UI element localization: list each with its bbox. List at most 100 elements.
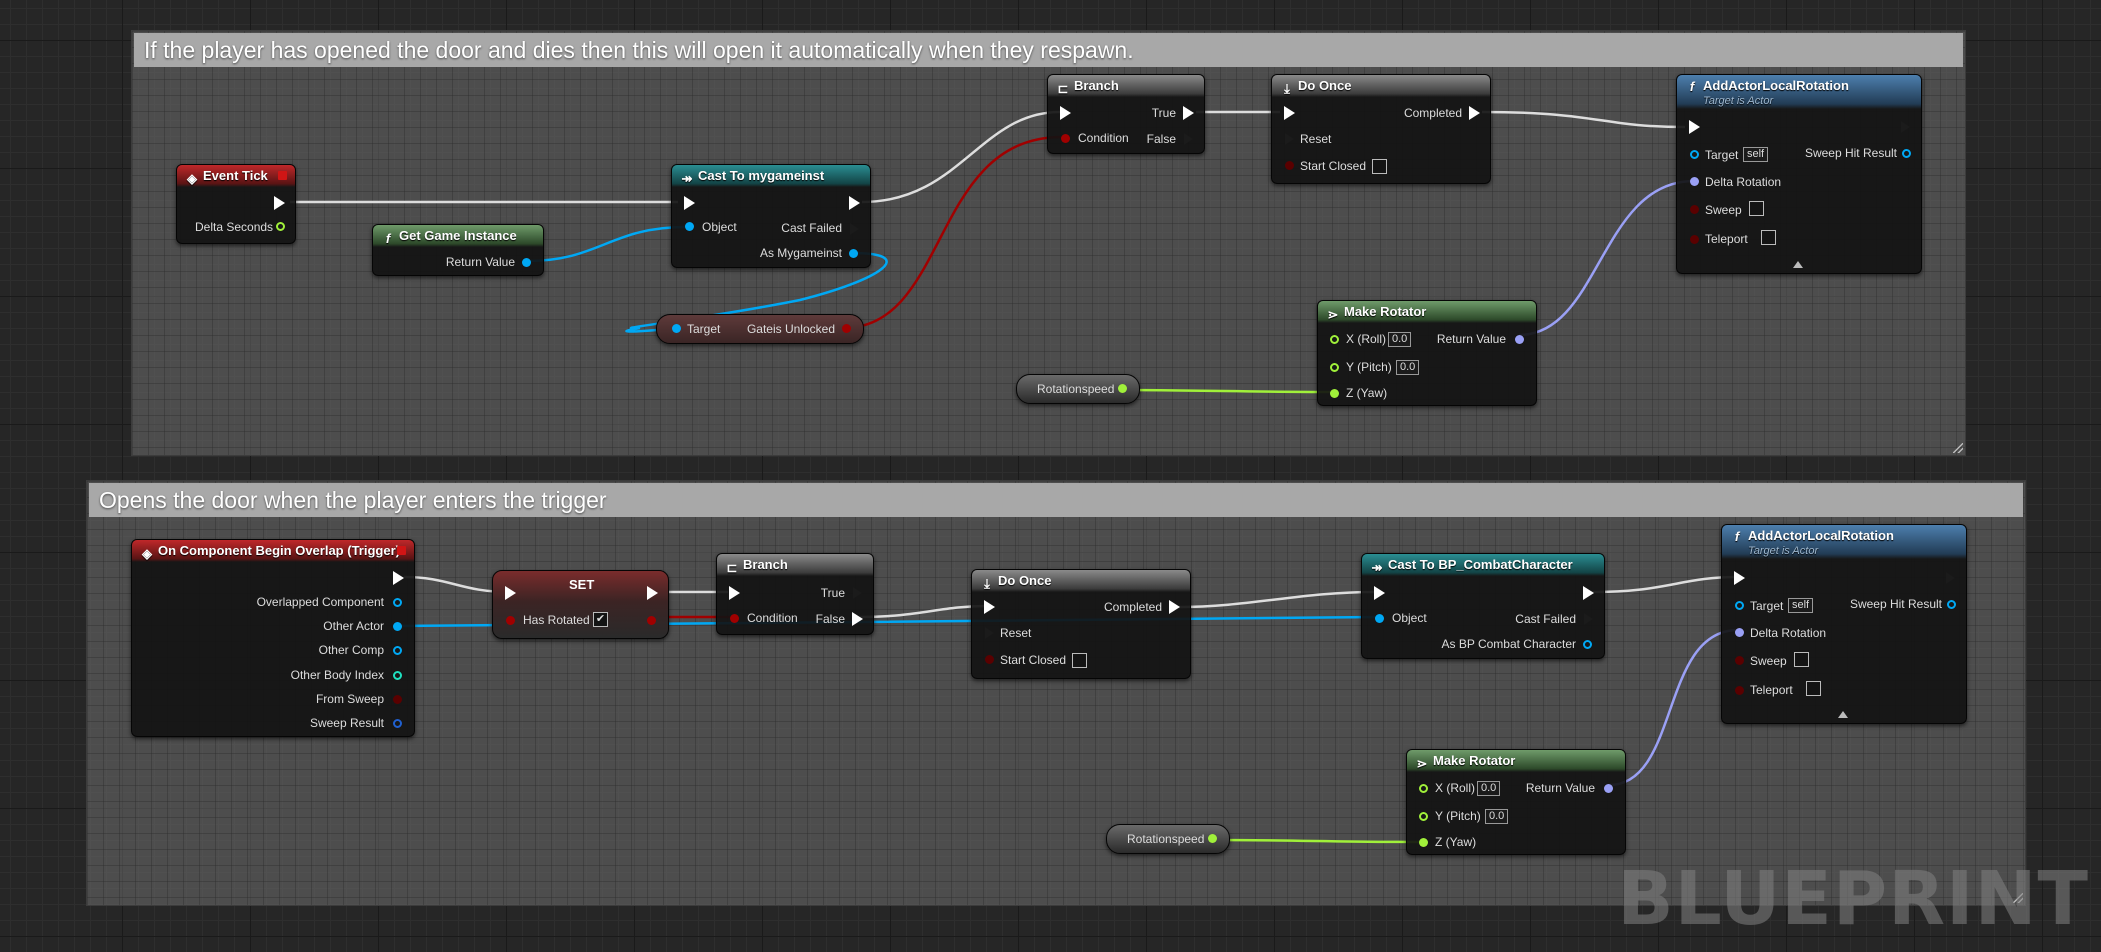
exec-out-pin[interactable] (849, 196, 860, 210)
delegate-pin[interactable] (397, 546, 406, 555)
make-rotator-node-2[interactable]: ⋗Make Rotator X (Roll) 0.0 Return Value … (1406, 749, 1626, 855)
y-pitch-field[interactable]: 0.0 (1485, 809, 1509, 824)
teleport-pin[interactable] (1690, 235, 1699, 244)
branch-node-1[interactable]: ⊏Branch True Condition False (1047, 74, 1205, 154)
sweep-result-pin[interactable] (393, 719, 402, 728)
object-out-pin[interactable] (1583, 640, 1592, 649)
bool-out-pin[interactable] (842, 324, 851, 333)
condition-pin[interactable] (1061, 134, 1070, 143)
comment-title[interactable]: If the player has opened the door and di… (134, 33, 1963, 67)
overlapped-component-pin[interactable] (393, 598, 402, 607)
rotator-out-pin[interactable] (1604, 784, 1613, 793)
exec-out-failed-pin[interactable] (849, 222, 860, 236)
exec-in-pin[interactable] (505, 586, 516, 600)
teleport-checkbox[interactable] (1761, 230, 1776, 245)
target-in-pin[interactable] (1735, 601, 1744, 610)
comment-title[interactable]: Opens the door when the player enters th… (89, 483, 2023, 517)
float-out-pin[interactable] (1118, 384, 1127, 393)
make-rotator-node-1[interactable]: ⋗Make Rotator X (Roll) 0.0 Return Value … (1317, 300, 1537, 406)
expand-arrow-icon[interactable] (1838, 711, 1848, 718)
sweep-checkbox[interactable] (1749, 201, 1764, 216)
do-once-node-1[interactable]: ⤓Do Once Completed Reset Start Closed (1271, 74, 1491, 184)
delegate-pin[interactable] (278, 171, 287, 180)
exec-false-pin[interactable] (1183, 132, 1194, 146)
exec-out-pin[interactable] (1900, 120, 1911, 134)
object-in-pin[interactable] (685, 222, 694, 231)
exec-in-pin[interactable] (1689, 120, 1700, 134)
exec-out-pin[interactable] (647, 586, 658, 600)
target-in-pin[interactable] (672, 324, 681, 333)
z-yaw-pin[interactable] (1330, 389, 1339, 398)
set-has-rotated-node[interactable]: SET Has Rotated ✔ (492, 570, 669, 639)
y-pitch-pin[interactable] (1419, 812, 1428, 821)
start-closed-pin[interactable] (1285, 161, 1294, 170)
other-actor-pin[interactable] (393, 622, 402, 631)
exec-in-pin[interactable] (1734, 571, 1745, 585)
on-component-begin-overlap-node[interactable]: ◈On Component Begin Overlap (Trigger) Ov… (131, 539, 415, 737)
teleport-pin[interactable] (1735, 686, 1744, 695)
rotationspeed-getter-2[interactable]: Rotationspeed (1106, 824, 1230, 854)
self-field[interactable]: self (1743, 147, 1769, 162)
start-closed-pin[interactable] (985, 655, 994, 664)
from-sweep-pin[interactable] (393, 695, 402, 704)
x-roll-field[interactable]: 0.0 (1477, 781, 1501, 796)
object-in-pin[interactable] (1375, 614, 1384, 623)
branch-node-2[interactable]: ⊏Branch True Condition False (716, 553, 874, 635)
sweep-pin[interactable] (1690, 205, 1699, 214)
has-rotated-checkbox[interactable]: ✔ (593, 612, 608, 627)
object-out-pin[interactable] (849, 249, 858, 258)
y-pitch-pin[interactable] (1330, 363, 1339, 372)
expand-arrow-icon[interactable] (1793, 261, 1803, 268)
rotator-out-pin[interactable] (1515, 335, 1524, 344)
exec-true-pin[interactable] (1183, 106, 1194, 120)
do-once-node-2[interactable]: ⤓Do Once Completed Reset Start Closed (971, 569, 1191, 679)
self-field[interactable]: self (1788, 598, 1814, 613)
x-roll-pin[interactable] (1330, 335, 1339, 344)
has-rotated-in-pin[interactable] (506, 616, 515, 625)
start-closed-checkbox[interactable] (1372, 159, 1387, 174)
exec-false-pin[interactable] (852, 612, 863, 626)
exec-in-pin[interactable] (684, 196, 695, 210)
sweep-hit-pin[interactable] (1947, 600, 1956, 609)
reset-pin[interactable] (1284, 132, 1295, 146)
resize-grip[interactable] (2013, 893, 2023, 903)
delta-rotation-pin[interactable] (1735, 628, 1744, 637)
gate-unlocked-getter[interactable]: Target Gateis Unlocked (656, 314, 864, 344)
exec-out-pin[interactable] (1945, 571, 1956, 585)
rotationspeed-getter-1[interactable]: Rotationspeed (1016, 374, 1140, 404)
has-rotated-out-pin[interactable] (647, 616, 656, 625)
exec-in-pin[interactable] (729, 586, 740, 600)
exec-in-pin[interactable] (1374, 586, 1385, 600)
float-out-pin[interactable] (1208, 834, 1217, 843)
exec-out-pin[interactable] (274, 196, 285, 210)
z-yaw-pin[interactable] (1419, 838, 1428, 847)
sweep-pin[interactable] (1735, 656, 1744, 665)
condition-pin[interactable] (730, 614, 739, 623)
exec-in-pin[interactable] (1060, 106, 1071, 120)
exec-out-pin[interactable] (1583, 586, 1594, 600)
y-pitch-field[interactable]: 0.0 (1396, 360, 1420, 375)
x-roll-field[interactable]: 0.0 (1388, 332, 1412, 347)
exec-out-pin[interactable] (1469, 106, 1480, 120)
sweep-hit-pin[interactable] (1902, 149, 1911, 158)
exec-out-pin[interactable] (393, 571, 404, 585)
exec-in-pin[interactable] (1284, 106, 1295, 120)
exec-in-pin[interactable] (984, 600, 995, 614)
other-body-index-pin[interactable] (393, 671, 402, 680)
object-out-pin[interactable] (522, 258, 531, 267)
reset-pin[interactable] (984, 626, 995, 640)
exec-true-pin[interactable] (852, 586, 863, 600)
start-closed-checkbox[interactable] (1072, 653, 1087, 668)
resize-grip[interactable] (1953, 443, 1963, 453)
float-out-pin[interactable] (276, 222, 285, 231)
teleport-checkbox[interactable] (1806, 681, 1821, 696)
sweep-checkbox[interactable] (1794, 652, 1809, 667)
event-tick-node[interactable]: ◈Event Tick Delta Seconds (176, 164, 296, 244)
exec-out-failed-pin[interactable] (1583, 612, 1594, 626)
cast-mygameinst-node[interactable]: ↠Cast To mygameinst Object Cast Failed A… (671, 164, 871, 268)
exec-out-pin[interactable] (1169, 600, 1180, 614)
other-comp-pin[interactable] (393, 646, 402, 655)
